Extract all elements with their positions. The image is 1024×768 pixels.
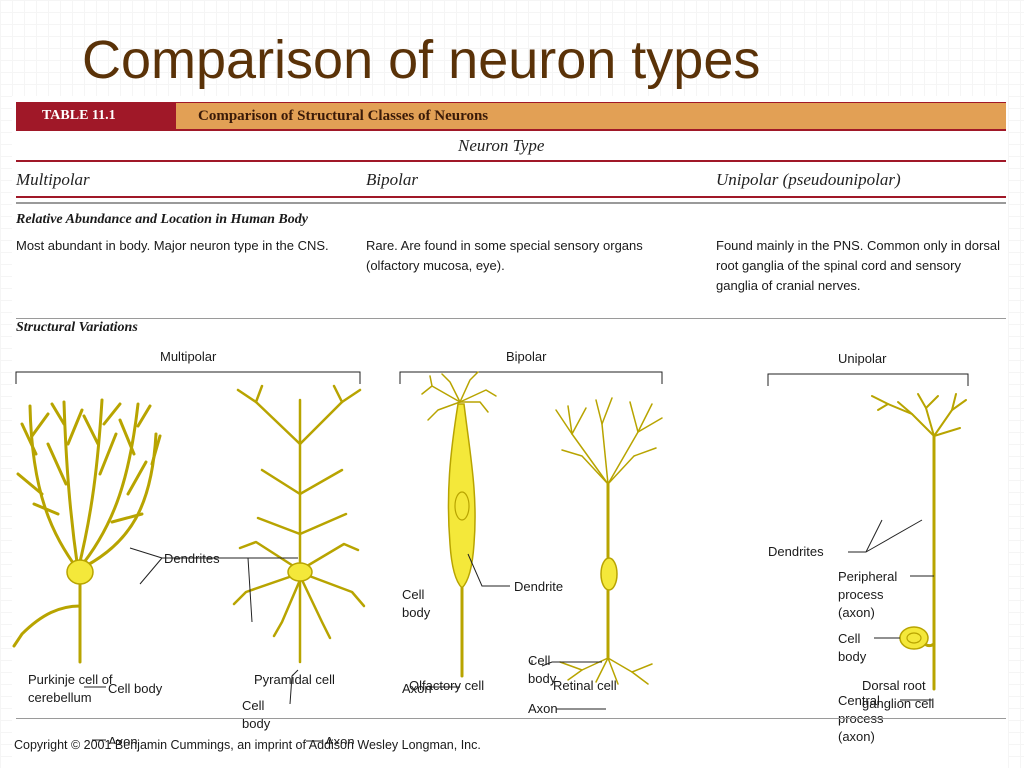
section-abundance-title: Relative Abundance and Location in Human…: [16, 212, 308, 227]
column-header-multipolar: Multipolar: [16, 170, 90, 189]
pyramidal-soma: [287, 562, 313, 582]
caption-purkinje-line2: cerebellum: [28, 690, 92, 705]
label-body-olfactory: body: [402, 605, 431, 620]
olfactory-cell: [421, 371, 497, 678]
caption-pyramidal: Pyramidal cell: [254, 672, 335, 687]
group-label-bipolar: Bipolar: [506, 349, 547, 364]
olfactory-cilia: [421, 371, 497, 421]
label-cell-pyramidal: Cell: [242, 698, 265, 713]
olfactory-nucleus: [454, 491, 470, 521]
table-header-band: TABLE 11.1 Comparison of Structural Clas…: [16, 102, 1006, 131]
rule-under-type-header: [16, 160, 1006, 162]
caption-retinal: Retinal cell: [553, 678, 617, 693]
unipolar-soma: [899, 626, 929, 650]
label-peripheral-1: Peripheral: [838, 569, 897, 584]
purkinje-dendrites: [16, 398, 162, 572]
label-dendrites-multipolar: Dendrites: [164, 551, 220, 566]
neuron-type-header: Neuron Type: [458, 136, 545, 155]
purkinje-soma: [66, 559, 94, 585]
bracket-bipolar: [399, 371, 663, 384]
label-central-1: Central: [838, 693, 880, 708]
table-figure: TABLE 11.1 Comparison of Structural Clas…: [12, 96, 1008, 768]
neuron-captions: Purkinje cell of cerebellum Pyramidal ce…: [28, 672, 934, 711]
caption-dorsal-line2: ganglion cell: [862, 696, 934, 711]
label-axon-pyramidal: Axon: [325, 734, 355, 744]
unipolar-dendrites: [871, 393, 967, 437]
table-title: Comparison of Structural Classes of Neur…: [198, 108, 489, 124]
section-structural-title: Structural Variations: [16, 320, 138, 335]
label-cell-olfactory: Cell: [402, 587, 425, 602]
bracket-multipolar: [15, 371, 361, 384]
table-label: TABLE 11.1: [16, 103, 176, 129]
unipolar-nucleus: [906, 632, 922, 644]
retinal-dendrites: [555, 397, 663, 485]
abundance-bipolar: Rare. Are found in some special sensory …: [366, 238, 643, 273]
label-axon-olfactory: Axon: [402, 681, 432, 696]
label-central-3: (axon): [838, 729, 875, 744]
caption-dorsal-line1: Dorsal root: [862, 678, 926, 693]
label-cell-body-purkinje: Cell body: [108, 681, 163, 696]
retinal-soma: [600, 557, 618, 591]
dorsal-root-ganglion-cell: [871, 393, 967, 691]
label-body-unipolar: body: [838, 649, 867, 664]
abundance-unipolar: Found mainly in the PNS. Common only in …: [716, 238, 1000, 293]
label-cell-retinal: Cell: [528, 653, 551, 668]
rule-under-columns: [16, 196, 1006, 198]
retinal-cell: [555, 397, 663, 685]
neuron-diagram: Multipolar Bipolar Unipolar: [12, 349, 969, 744]
column-header-bipolar: Bipolar: [366, 170, 418, 189]
column-header-unipolar: Unipolar (pseudounipolar): [716, 170, 901, 189]
caption-olfactory: Olfactory cell: [409, 678, 484, 693]
slide-title: Comparison of neuron types: [82, 30, 761, 90]
rule-double: [16, 202, 1006, 204]
purkinje-cell: [12, 398, 162, 664]
label-peripheral-2: process: [838, 587, 884, 602]
bracket-unipolar: [767, 373, 969, 386]
abundance-multipolar: Most abundant in body. Major neuron type…: [16, 238, 329, 253]
leader-lines: [84, 519, 934, 742]
pyramidal-dendrites: [232, 384, 366, 664]
caption-purkinje-line1: Purkinje cell of: [28, 672, 113, 687]
copyright-notice: Copyright © 2001 Benjamin Cummings, an i…: [14, 738, 481, 752]
group-label-multipolar: Multipolar: [160, 349, 217, 364]
retinal-terminals: [559, 657, 653, 685]
rule-bottom: [16, 718, 1006, 719]
label-body-pyramidal: body: [242, 716, 271, 731]
label-dendrite-bipolar: Dendrite: [514, 579, 563, 594]
pyramidal-cell: [232, 384, 366, 664]
label-dendrites-unipolar: Dendrites: [768, 544, 824, 559]
label-axon-purkinje: Axon: [108, 734, 138, 744]
label-cell-unipolar: Cell: [838, 631, 861, 646]
purkinje-axon: [12, 578, 82, 664]
label-peripheral-3: (axon): [838, 605, 875, 620]
label-axon-retinal: Axon: [528, 701, 558, 716]
label-body-retinal: body: [528, 671, 557, 686]
group-label-unipolar: Unipolar: [838, 351, 887, 366]
rule-section-divider: [16, 318, 1006, 319]
